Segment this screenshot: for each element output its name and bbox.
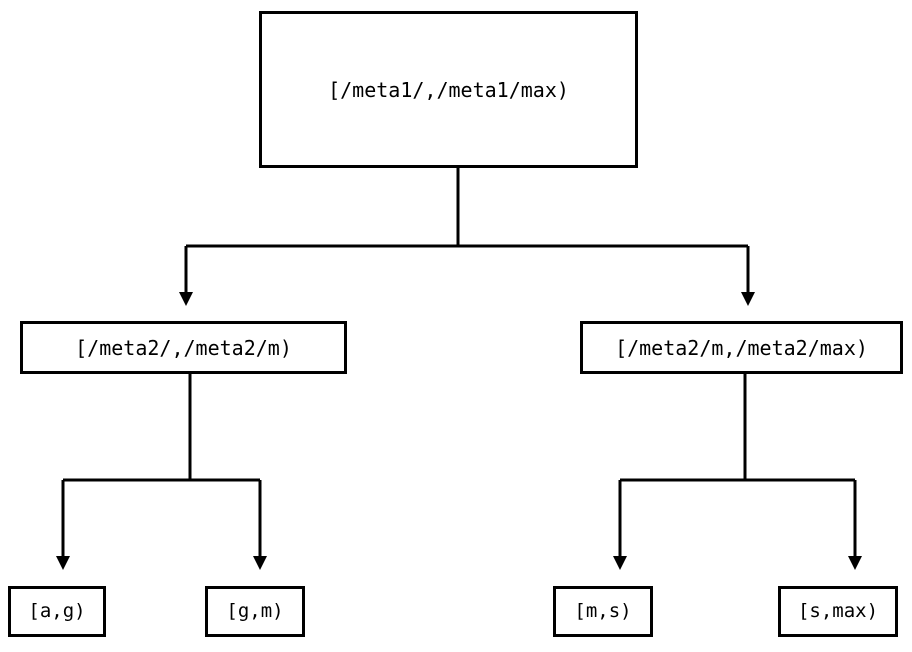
- node-leaf-2[interactable]: [g,m): [205, 586, 305, 637]
- node-mid-left-label: [/meta2/,/meta2/m): [75, 335, 292, 360]
- node-leaf-4-label: [s,max): [797, 600, 879, 622]
- arrowhead-to-leaf-2: [253, 556, 267, 570]
- arrowhead-to-leaf-3: [613, 556, 627, 570]
- arrowhead-to-mid-left: [179, 292, 193, 306]
- node-mid-left[interactable]: [/meta2/,/meta2/m): [20, 321, 347, 374]
- node-root[interactable]: [/meta1/,/meta1/max): [259, 11, 638, 168]
- node-leaf-3[interactable]: [m,s): [553, 586, 653, 637]
- edge-mid-right-bus: [620, 374, 855, 482]
- node-mid-right-label: [/meta2/m,/meta2/max): [615, 335, 868, 360]
- edge-root-bus: [186, 168, 748, 248]
- arrowhead-to-leaf-1: [56, 556, 70, 570]
- arrowhead-to-mid-right: [741, 292, 755, 306]
- node-root-label: [/meta1/,/meta1/max): [328, 77, 569, 102]
- node-leaf-4[interactable]: [s,max): [778, 586, 898, 637]
- node-leaf-1[interactable]: [a,g): [8, 586, 106, 637]
- node-leaf-1-label: [a,g): [28, 600, 86, 622]
- node-leaf-3-label: [m,s): [574, 600, 632, 622]
- arrowhead-to-leaf-4: [848, 556, 862, 570]
- node-leaf-2-label: [g,m): [226, 600, 284, 622]
- edge-mid-left-bus: [63, 374, 260, 482]
- node-mid-right[interactable]: [/meta2/m,/meta2/max): [580, 321, 903, 374]
